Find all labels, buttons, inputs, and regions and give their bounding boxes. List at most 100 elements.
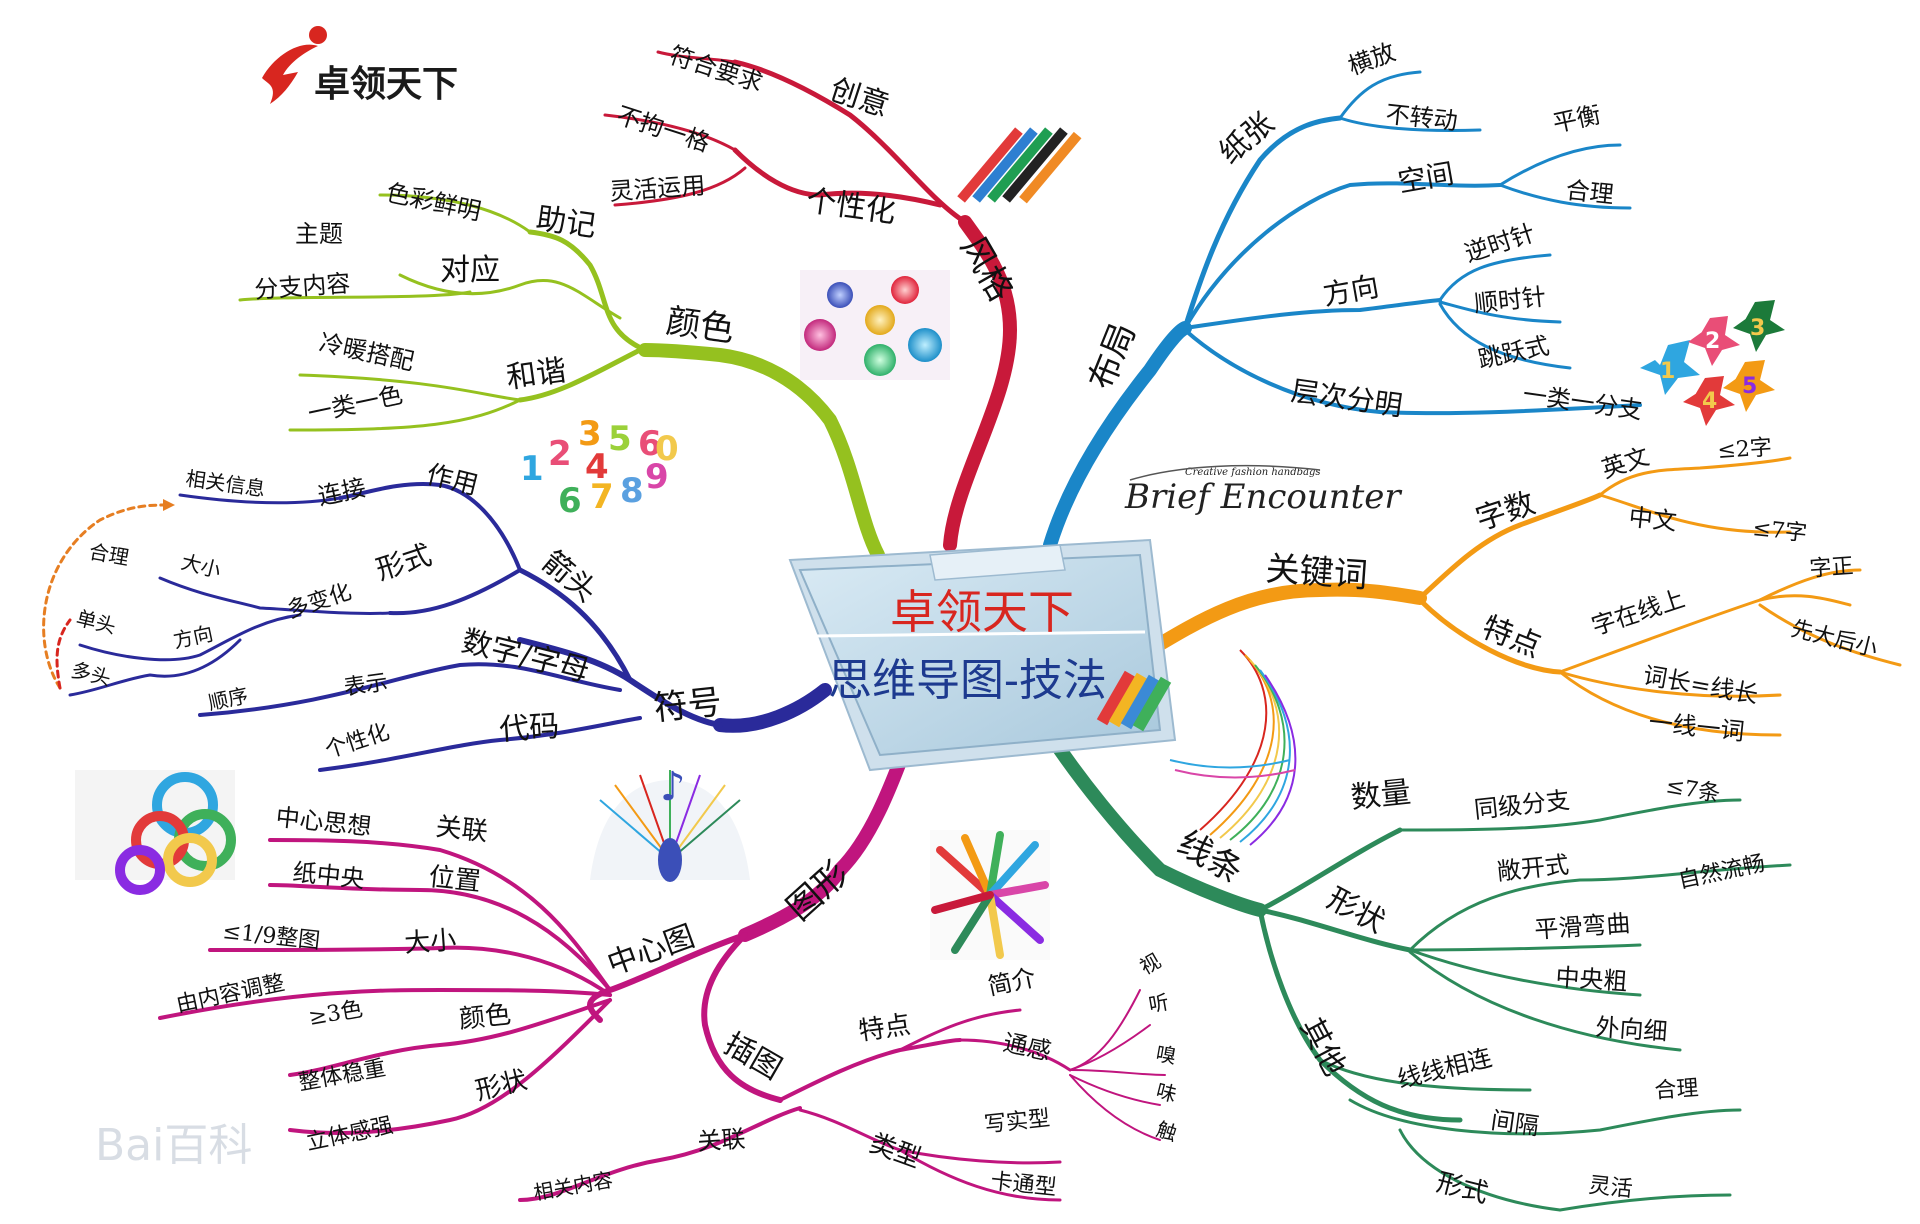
node-reasonable: 合理 <box>87 539 131 570</box>
node-paper: 纸张 <box>1213 106 1281 171</box>
node-match-2: 分支内容 <box>253 269 351 304</box>
node-multi: 多头 <box>69 658 114 691</box>
node-shape: 形状 <box>472 1065 530 1107</box>
node-form-1: 灵活 <box>1587 1173 1633 1202</box>
node-chinese-1: ≤7字 <box>1751 516 1808 547</box>
node-relate-1: 中心思想 <box>274 803 372 841</box>
branch-layout <box>1043 70 1642 552</box>
glitter-balls-picture <box>800 270 950 380</box>
node-personal-1: 不拘一格 <box>613 101 713 157</box>
node-direction: 方向 <box>171 621 215 653</box>
colored-markers-picture <box>930 830 1050 960</box>
svg-text:1: 1 <box>520 449 544 489</box>
svg-text:♪: ♪ <box>660 764 686 810</box>
colorful-numbers-picture: 1 2 3 5 6 0 4 6 7 8 9 <box>520 414 679 521</box>
labels-keyword: 关键词 字数 英文 ≤2字 中文 ≤7字 特点 字在线上 字正 先大后小 词长=… <box>1264 435 1880 746</box>
node-chinese: 中文 <box>1627 503 1678 536</box>
node-aid: 助记 <box>534 201 598 244</box>
svg-text:2: 2 <box>1705 329 1720 354</box>
node-code-1: 个性化 <box>322 720 393 764</box>
node-size-2: 由内容调整 <box>174 971 287 1018</box>
labels-style: 风格 创意 符合要求 个性化 不拘一格 灵活运用 <box>608 41 1020 308</box>
node-feature: 特点 <box>1477 610 1546 665</box>
colored-rings-picture <box>75 770 236 895</box>
center-subtitle: 思维导图-技法 <box>828 655 1107 706</box>
node-sense-see: 视 <box>1136 949 1165 980</box>
node-brief: 简介 <box>985 964 1038 1001</box>
node-smooth: 平滑弯曲 <box>1533 909 1631 944</box>
svg-text:3: 3 <box>578 414 602 454</box>
node-varied: 多变化 <box>284 580 355 624</box>
branch-color <box>238 193 885 562</box>
node-same-level: 同级分支 <box>1473 786 1571 824</box>
node-personal-2: 灵活运用 <box>608 171 706 206</box>
node-form: 形式 <box>1433 1168 1491 1210</box>
node-connect: 连接 <box>315 474 368 511</box>
branch-style <box>603 50 1018 552</box>
center-topic: 卓领天下 思维导图-技法 <box>788 538 1177 772</box>
svg-text:9: 9 <box>645 457 669 497</box>
node-sense-taste: 味 <box>1154 1079 1179 1107</box>
svg-text:7: 7 <box>590 477 614 517</box>
node-relate: 关联 <box>434 812 489 847</box>
node-harmony-2: 一类一色 <box>305 381 405 428</box>
node-quantity: 数量 <box>1349 775 1412 816</box>
node-direction-2: 顺时针 <box>1473 283 1548 318</box>
node-shape-1: 立体感强 <box>304 1113 395 1156</box>
node-type-1: 写实型 <box>983 1106 1051 1138</box>
node-creative-1: 符合要求 <box>666 41 766 97</box>
branch-graphic <box>158 728 1166 1202</box>
node-position: 位置 <box>427 862 482 897</box>
node-aid-1: 色彩鲜明 <box>384 178 484 225</box>
svg-text:6: 6 <box>638 424 662 464</box>
node-creative: 创意 <box>826 72 894 124</box>
colored-pencils-icon <box>957 127 1082 204</box>
labels-color: 颜色 助记 色彩鲜明 对应 主题 分支内容 和谐 冷暖搭配 一类一色 <box>253 178 736 427</box>
svg-text:3: 3 <box>1750 316 1765 341</box>
node-open: 敞开式 <box>1496 851 1571 886</box>
svg-text:5: 5 <box>1742 374 1757 399</box>
node-form: 形式 <box>372 538 435 587</box>
branch-keyword <box>1143 456 1902 737</box>
svg-text:1: 1 <box>1660 359 1675 384</box>
ribbon-lines-picture <box>1169 649 1297 846</box>
node-size: 大小 <box>403 925 457 959</box>
node-levels-1: 一类一分支 <box>1521 380 1644 424</box>
node-paper-2: 不转动 <box>1384 100 1459 135</box>
node-express: 表示 <box>342 670 389 701</box>
logo: 卓领天下 <box>262 26 458 105</box>
node-symbol: 符号 <box>652 682 724 729</box>
svg-text:4: 4 <box>1702 389 1717 414</box>
svg-text:Brief Encounter: Brief Encounter <box>1124 477 1402 517</box>
node-one-word: 一线一词 <box>1647 708 1745 746</box>
peacock-picture: ♪ <box>590 764 750 882</box>
node-color-1: ≥3色 <box>307 997 365 1031</box>
node-on-line: 字在线上 <box>1588 584 1688 640</box>
node-on-line-2: 先大后小 <box>1789 617 1880 663</box>
node-same-level-1: ≤7条 <box>1664 773 1722 807</box>
node-space-1: 平衡 <box>1550 101 1603 138</box>
node-letters: 数字/字母 <box>458 624 593 689</box>
node-size: 大小 <box>179 550 224 583</box>
svg-text:8: 8 <box>620 471 644 511</box>
node-gap-1: 合理 <box>1654 1076 1700 1104</box>
svg-text:5: 5 <box>608 419 632 459</box>
node-use: 作用 <box>423 460 481 502</box>
node-thin: 外向细 <box>1595 1013 1669 1046</box>
node-on-line-1: 字正 <box>1809 554 1855 582</box>
node-sense-smell: 嗅 <box>1154 1041 1178 1068</box>
branch-line <box>1043 728 1792 1212</box>
svg-text:0: 0 <box>655 429 679 469</box>
node-gap: 间隔 <box>1489 1106 1540 1140</box>
svg-text:6: 6 <box>558 481 582 521</box>
logo-text: 卓领天下 <box>314 64 458 105</box>
node-english: 英文 <box>1598 442 1652 483</box>
node-harmony-1: 冷暖搭配 <box>317 328 417 375</box>
node-code: 代码 <box>498 709 560 748</box>
center-title: 卓领天下 <box>890 585 1074 639</box>
node-match-1: 主题 <box>295 220 343 248</box>
node-open-1: 自然流畅 <box>1676 851 1767 894</box>
node-personal: 个性化 <box>804 183 898 230</box>
logo-swoosh-icon <box>262 44 318 104</box>
